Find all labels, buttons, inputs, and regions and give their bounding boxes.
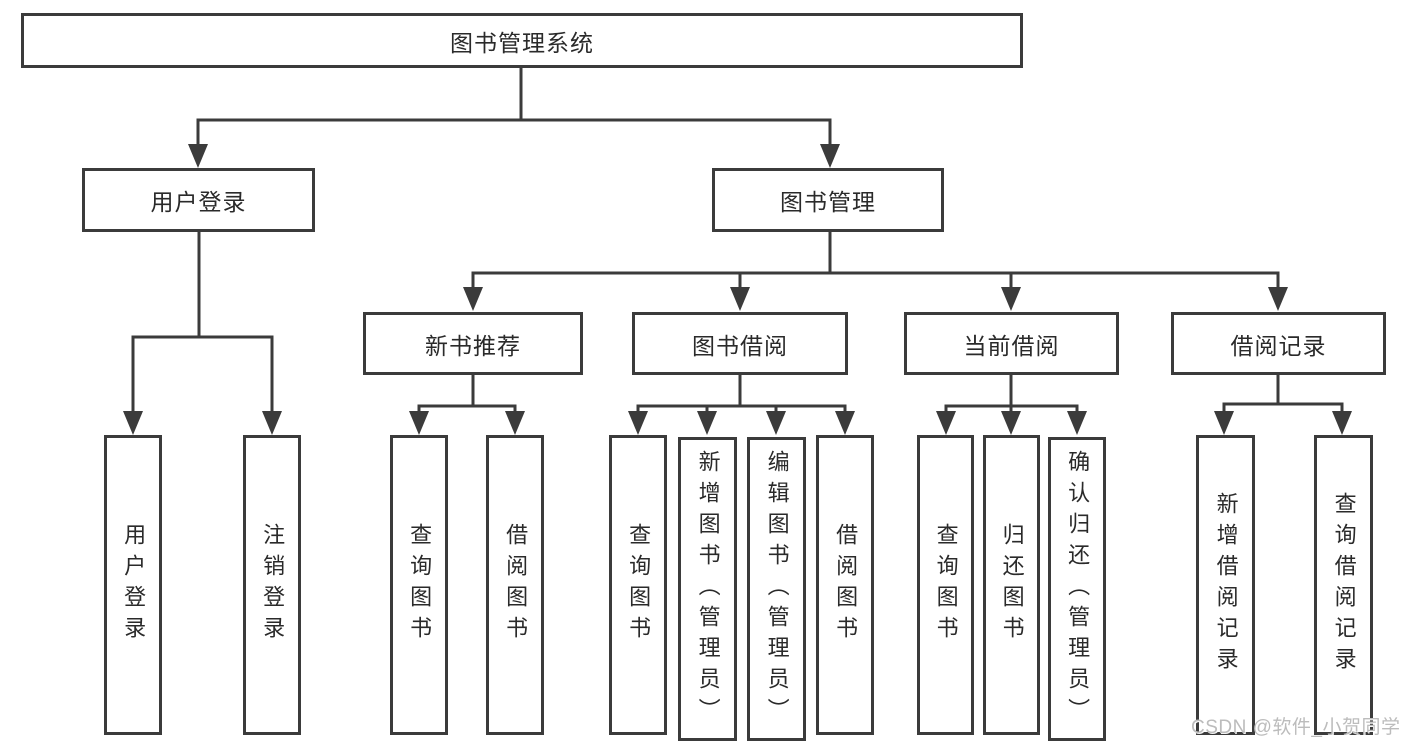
node-query-books-borrowing: 查询图书 <box>609 435 667 735</box>
node-borrow-books-recommend: 借阅图书 <box>486 435 544 735</box>
node-edit-books-admin: 编辑图书（管理员） <box>747 437 806 741</box>
node-new-book-recommend: 新书推荐 <box>363 312 583 375</box>
node-user-login-action: 用户登录 <box>104 435 162 735</box>
node-label: 用户登录 <box>121 523 147 647</box>
node-label: 注销登录 <box>260 523 286 647</box>
arrowheads <box>123 144 1352 435</box>
node-label: 查询图书 <box>407 523 433 647</box>
node-label: 图书管理 <box>780 189 876 215</box>
node-label: 编辑图书（管理员） <box>764 449 790 729</box>
node-current-borrowing: 当前借阅 <box>904 312 1119 375</box>
node-label: 归还图书 <box>999 523 1025 647</box>
node-query-borrow-record: 查询借阅记录 <box>1314 435 1373 735</box>
node-label: 确认归还（管理员） <box>1065 449 1091 729</box>
node-label: 用户登录 <box>150 189 247 215</box>
node-label: 新增借阅记录 <box>1213 492 1239 678</box>
node-book-management: 图书管理 <box>712 168 944 232</box>
node-label: 借阅图书 <box>503 523 529 647</box>
node-borrowing-records: 借阅记录 <box>1171 312 1386 375</box>
node-borrow-books: 借阅图书 <box>816 435 874 735</box>
node-logout: 注销登录 <box>243 435 301 735</box>
node-label: 查询借阅记录 <box>1331 492 1357 678</box>
node-query-books-current: 查询图书 <box>917 435 974 735</box>
node-label: 当前借阅 <box>963 332 1060 359</box>
node-library-management-system: 图书管理系统 <box>21 13 1023 68</box>
node-label: 查询图书 <box>626 523 652 647</box>
node-confirm-return-admin: 确认归还（管理员） <box>1048 437 1106 741</box>
node-add-books-admin: 新增图书（管理员） <box>678 437 737 741</box>
node-label: 查询图书 <box>933 523 959 647</box>
node-label: 新书推荐 <box>425 332 521 359</box>
node-query-books-recommend: 查询图书 <box>390 435 448 735</box>
node-add-borrow-record: 新增借阅记录 <box>1196 435 1255 735</box>
node-book-borrowing: 图书借阅 <box>632 312 848 375</box>
node-label: 借阅记录 <box>1230 332 1327 359</box>
csdn-watermark: CSDN @软件_小贺同学 <box>1191 717 1401 738</box>
node-return-books: 归还图书 <box>983 435 1040 735</box>
node-label: 新增图书（管理员） <box>695 449 721 729</box>
node-label: 图书管理系统 <box>450 29 594 56</box>
node-label: 借阅图书 <box>833 523 859 647</box>
node-user-login: 用户登录 <box>82 168 315 232</box>
node-label: 图书借阅 <box>692 332 788 359</box>
